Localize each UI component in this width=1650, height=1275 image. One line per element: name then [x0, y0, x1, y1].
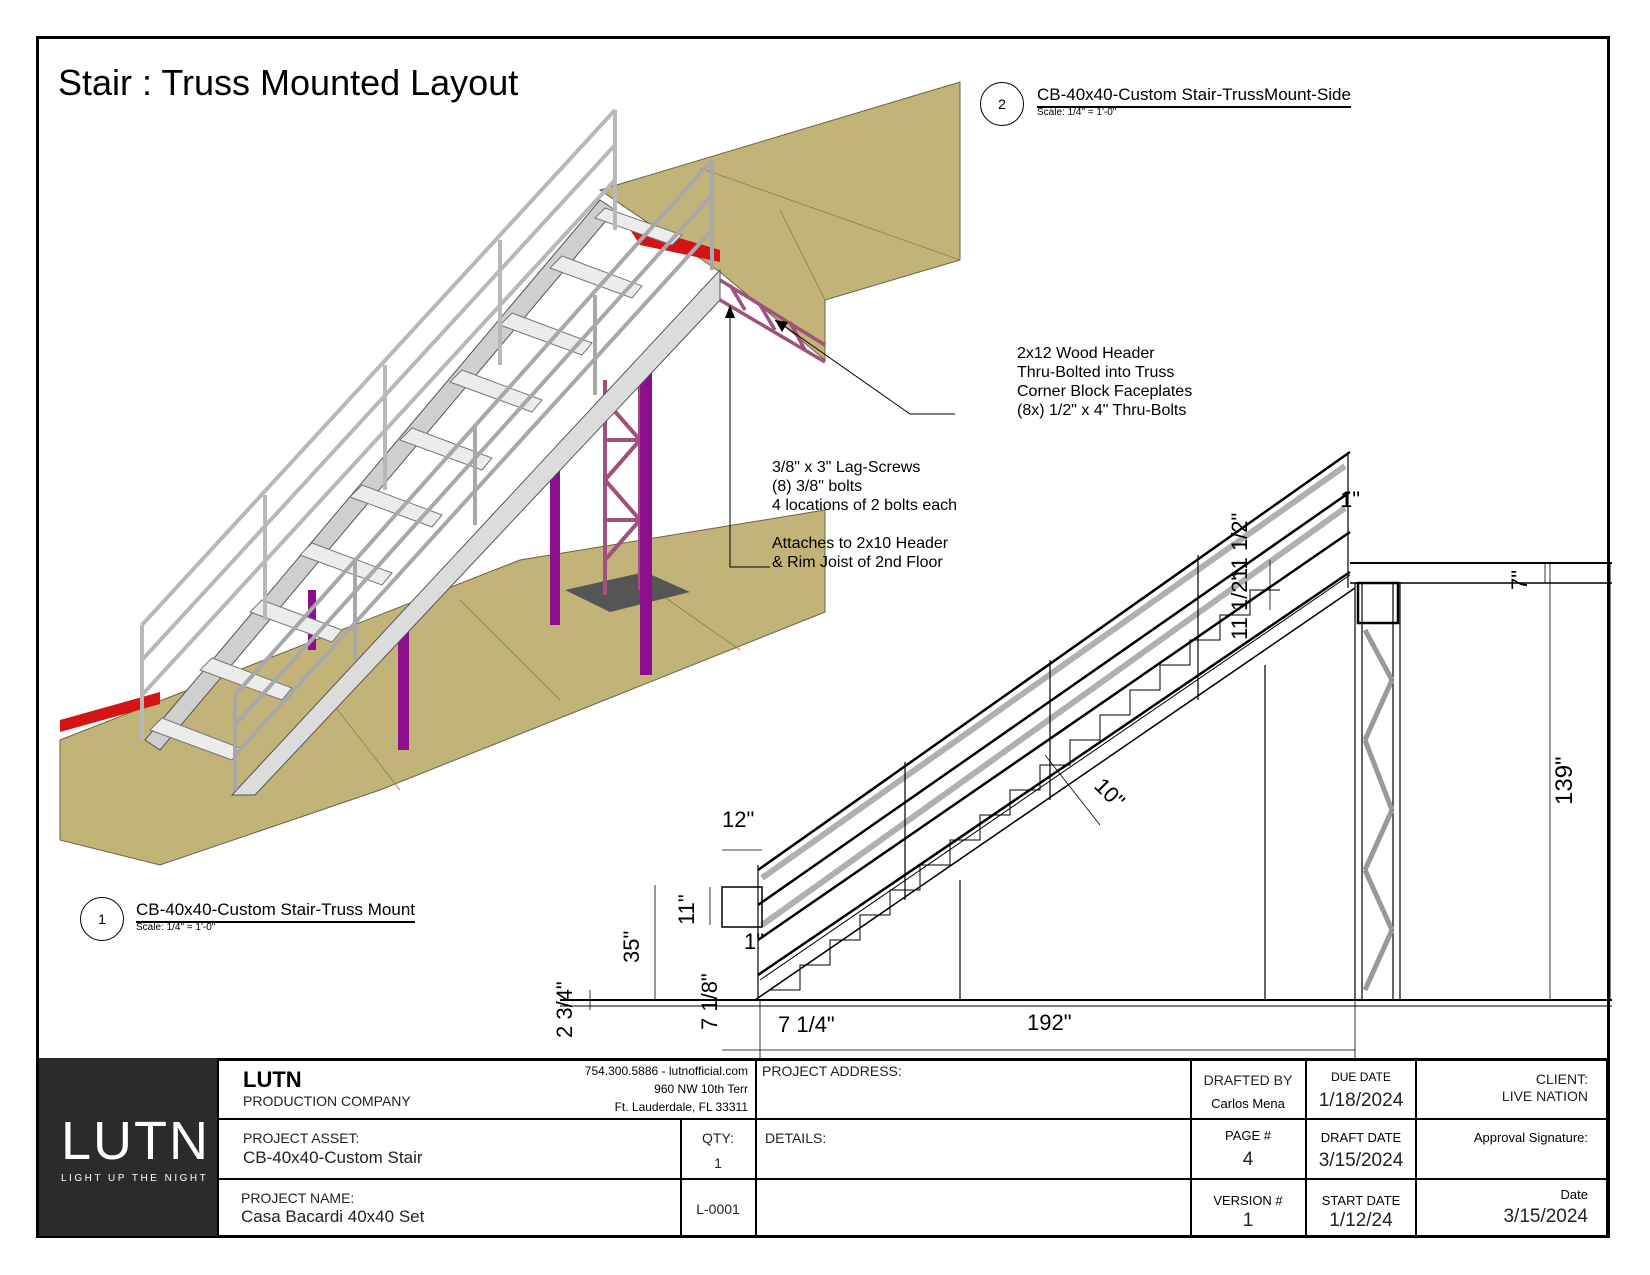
tb-divider [1606, 1058, 1608, 1236]
tb-divider [1415, 1058, 1417, 1236]
header-truss [719, 278, 826, 364]
dim-1in-bottom: 1" [744, 929, 765, 954]
base-plate [565, 572, 690, 612]
stair-stringer-front [230, 268, 721, 796]
logo-panel: LUTN LIGHT UP THE NIGHT [39, 1058, 217, 1236]
date-label: Date [1560, 1187, 1588, 1202]
drafted-by-label: DRAFTED BY [1203, 1072, 1293, 1088]
tb-divider [1190, 1058, 1192, 1236]
dim-11-5in-b: 11 1/2" [1227, 572, 1252, 640]
side-handrail-grey [760, 463, 1347, 928]
tb-divider [217, 1118, 1607, 1120]
project-address-label: PROJECT ADDRESS: [762, 1063, 902, 1079]
view-2-label: CB-40x40-Custom Stair-TrussMount-Side Sc… [1037, 85, 1351, 118]
dim-35in: 35" [619, 930, 644, 963]
details-label: DETAILS: [765, 1130, 827, 1146]
drafted-by-value: Carlos Mena [1211, 1096, 1285, 1111]
view-2-scale: Scale: 1/4" = 1'-0" [1037, 107, 1117, 118]
dim-139in: 139" [1551, 756, 1578, 805]
contact-city: Ft. Lauderdale, FL 33311 [614, 1100, 748, 1114]
page-label: PAGE # [1224, 1128, 1271, 1143]
dim-11in: 11" [674, 894, 699, 925]
tb-divider [217, 1058, 219, 1236]
tb-divider [1305, 1058, 1307, 1236]
tb-divider [680, 1118, 682, 1236]
view-1-name: CB-40x40-Custom Stair-Truss Mount [136, 900, 416, 923]
view-1-bubble: 1 [80, 897, 124, 941]
draft-date-value: 3/15/2024 [1318, 1150, 1404, 1171]
project-asset-value: CB-40x40-Custom Stair [243, 1148, 423, 1167]
company-sub: PRODUCTION COMPANY [243, 1093, 411, 1109]
side-truss-diagonals [1362, 628, 1395, 992]
red-edge-beam-bottom [60, 692, 160, 732]
approval-label: Approval Signature: [1473, 1130, 1588, 1145]
handrail-rear [140, 108, 617, 740]
view-1-scale: Scale: 1/4" = 1'-0" [136, 922, 216, 933]
due-date-label: DUE DATE [1331, 1070, 1391, 1084]
drawing-sheet-border [36, 36, 1610, 1238]
draft-date-label: DRAFT DATE [1320, 1130, 1402, 1145]
view-2-number: 2 [998, 96, 1006, 112]
company-name: LUTN [243, 1067, 302, 1092]
client-value: LIVE NATION [1501, 1088, 1588, 1104]
version-value: 1 [1242, 1210, 1254, 1231]
lutn-logo: LUTN [61, 1111, 211, 1171]
contact-street: 960 NW 10th Terr [654, 1082, 748, 1096]
version-label: VERSION # [1213, 1193, 1283, 1208]
project-name-value: Casa Bacardi 40x40 Set [241, 1207, 425, 1226]
qty-label: QTY: [702, 1130, 734, 1146]
leader-lag [729, 310, 770, 568]
dim-1in-top: 1" [1340, 487, 1361, 512]
side-handrails [757, 450, 1351, 977]
view-2-name: CB-40x40-Custom Stair-TrussMount-Side [1037, 85, 1351, 108]
side-landing-box [721, 886, 763, 928]
date-value: 3/15/2024 [1503, 1206, 1588, 1227]
side-stair-steps [770, 589, 1280, 991]
due-date-value: 1/18/2024 [1318, 1090, 1404, 1111]
page-value: 4 [1242, 1149, 1254, 1170]
project-name-label: PROJECT NAME: [241, 1190, 355, 1206]
dim-11-5in-a: 11 1/2" [1227, 512, 1252, 580]
start-date-label: START DATE [1321, 1193, 1401, 1208]
note-wood-header: 2x12 Wood Header Thru-Bolted into Truss … [1017, 345, 1193, 419]
qty-value: 1 [714, 1155, 722, 1171]
dim-12in: 12" [722, 807, 755, 832]
dim-192in: 192" [1027, 1010, 1072, 1035]
sheet-title: Stair : Truss Mounted Layout [58, 62, 519, 103]
start-date-value: 1/12/24 [1329, 1210, 1393, 1231]
dim-2-75in: 2 3/4" [552, 981, 577, 1038]
tb-divider [755, 1058, 757, 1236]
view-1-label: CB-40x40-Custom Stair-Truss Mount Scale:… [136, 900, 416, 933]
logo-tagline: LIGHT UP THE NIGHT [61, 1173, 209, 1184]
contact-phone: 754.300.5886 - lutnofficial.com [584, 1064, 748, 1078]
project-asset-label: PROJECT ASSET: [243, 1130, 360, 1146]
title-block [39, 1058, 1607, 1238]
stair-treads [149, 207, 683, 761]
dim-7-25in: 7 1/4" [778, 1012, 835, 1037]
dim-7in-top: 7" [1507, 569, 1532, 590]
view-2-bubble: 2 [980, 82, 1024, 126]
view-1-number: 1 [98, 911, 106, 927]
note-lag-screws: 3/8" x 3" Lag-Screws (8) 3/8" bolts 4 lo… [772, 459, 958, 571]
dim-7-125in: 7 1/8" [697, 973, 722, 1030]
tb-divider [217, 1178, 1607, 1180]
side-truss-tower [1354, 581, 1401, 1001]
client-label: CLIENT: [1535, 1071, 1588, 1087]
dimension-lines [589, 560, 1551, 1060]
sheet-code: L-0001 [696, 1201, 740, 1217]
handrail-front [233, 158, 714, 790]
